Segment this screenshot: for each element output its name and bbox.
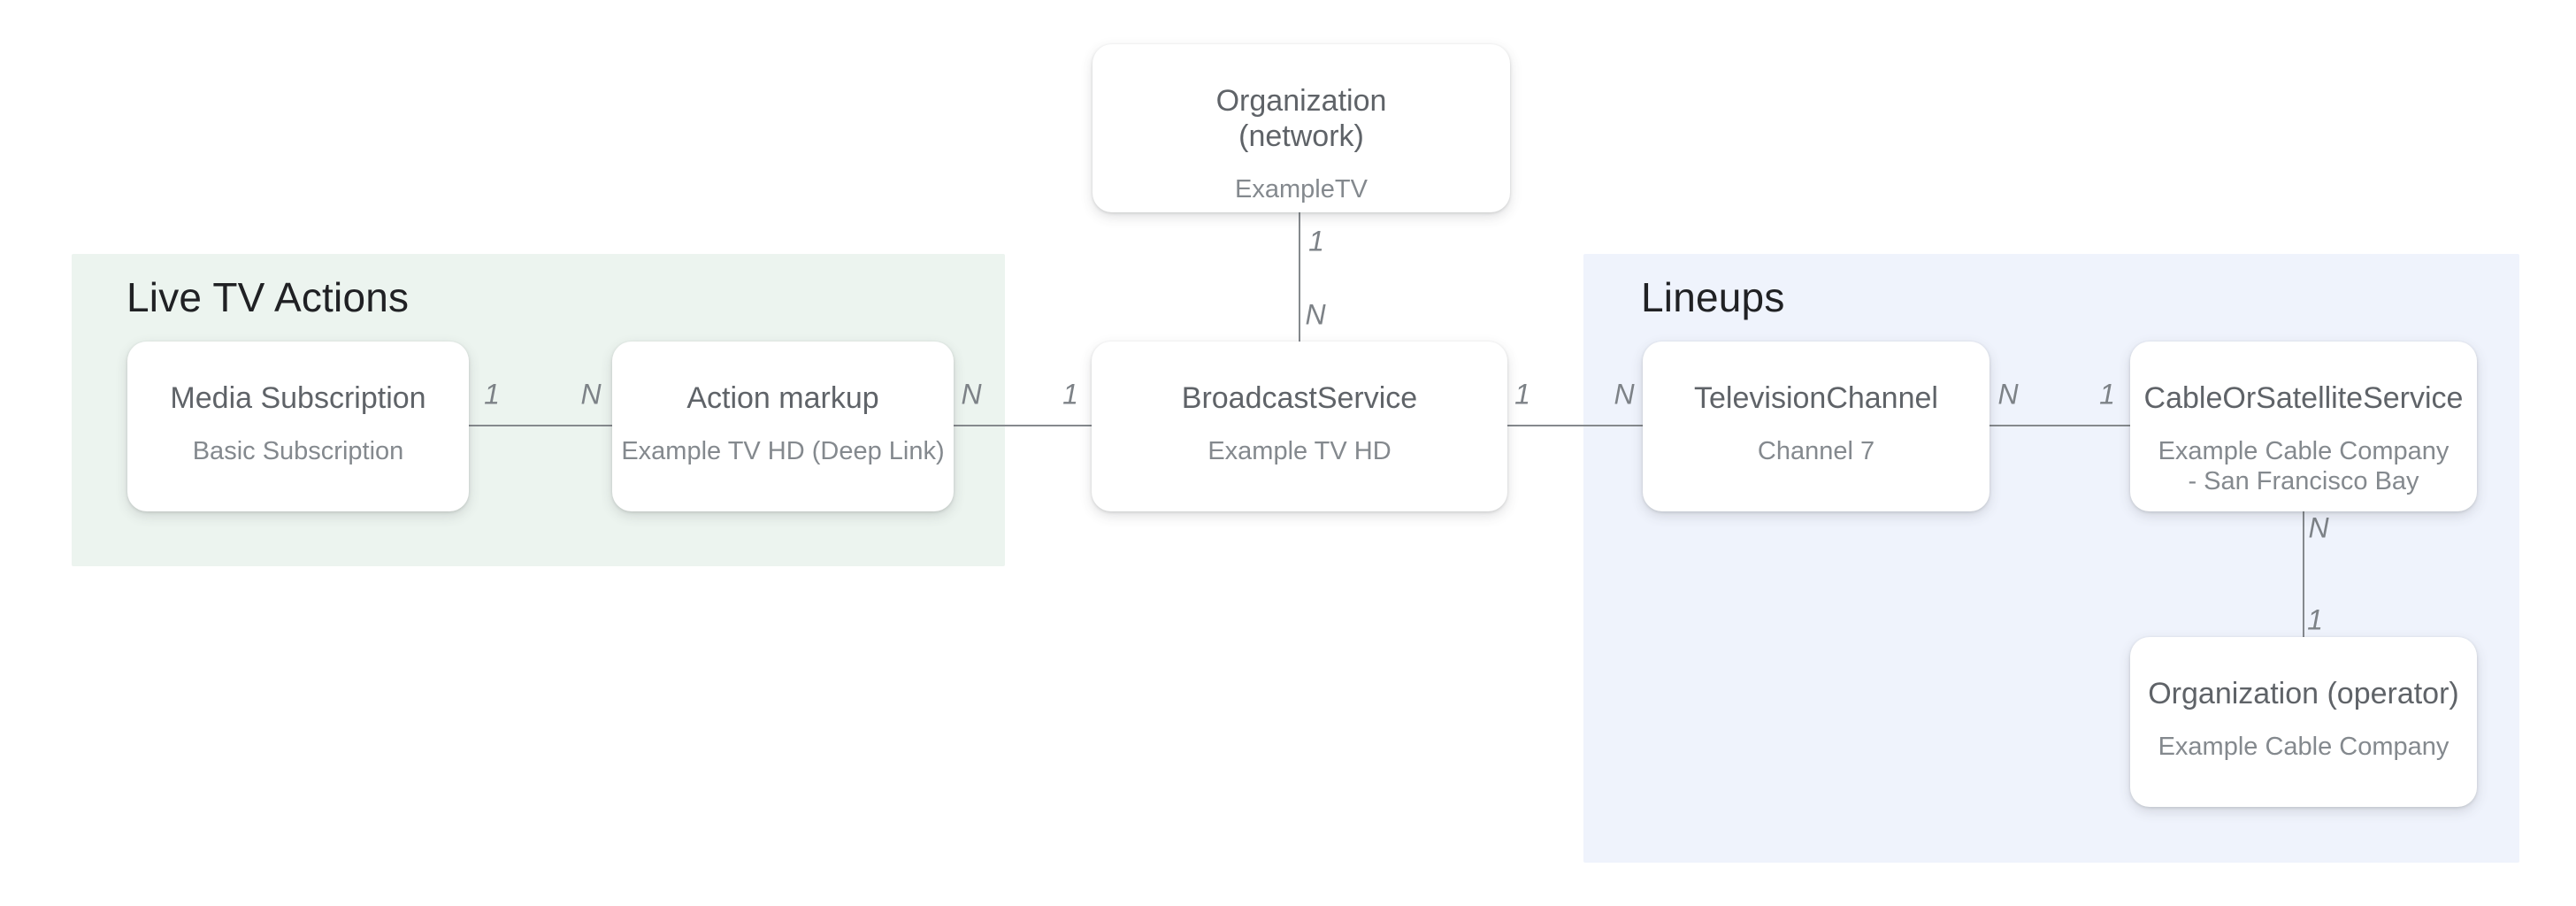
cardinality-label-tv-n-left: N	[1614, 378, 1635, 411]
node-title: CableOrSatelliteService	[2143, 381, 2464, 415]
node-organization-operator: Organization (operator) Example Cable Co…	[2130, 637, 2477, 807]
node-subtitle: Example Cable Company	[2158, 733, 2450, 761]
cardinality-label-network-n: N	[1305, 298, 1326, 331]
connector-broadcast-tv	[1507, 425, 1643, 426]
cardinality-label-operator-1: 1	[2307, 603, 2323, 636]
cardinality-label-action-n-right: N	[961, 378, 982, 411]
node-title: Action markup	[686, 381, 879, 415]
region-heading-lineups: Lineups	[1641, 274, 1785, 320]
connector-action-broadcast	[948, 425, 1092, 426]
cardinality-label-cable-n: N	[2308, 511, 2329, 544]
node-title: BroadcastService	[1181, 381, 1418, 415]
node-title: TelevisionChannel	[1694, 381, 1938, 415]
node-title: Media Subscription	[170, 381, 426, 415]
connector-cable-operator	[2303, 510, 2304, 639]
node-action-markup: Action markup Example TV HD (Deep Link)	[612, 342, 954, 511]
node-cable-or-satellite-service: CableOrSatelliteService Example Cable Co…	[2130, 342, 2477, 511]
node-subtitle: Example TV HD	[1208, 437, 1392, 465]
node-subtitle: Example Cable Company - San Francisco Ba…	[2158, 437, 2450, 495]
region-heading-live-tv-actions: Live TV Actions	[126, 274, 410, 320]
node-subtitle: Basic Subscription	[192, 437, 404, 465]
cardinality-label-broadcast-1-left: 1	[1062, 378, 1078, 411]
node-television-channel: TelevisionChannel Channel 7	[1643, 342, 1990, 511]
node-subtitle: ExampleTV	[1235, 175, 1368, 203]
node-subtitle: Channel 7	[1757, 437, 1875, 465]
connector-tv-cable	[1990, 425, 2130, 426]
cardinality-label-cable-1: 1	[2099, 378, 2115, 411]
node-title: Organization (operator)	[2148, 677, 2459, 710]
cardinality-label-action-n-left: N	[580, 378, 602, 411]
connector-network-broadcast	[1299, 211, 1300, 343]
node-media-subscription: Media Subscription Basic Subscription	[127, 342, 469, 511]
node-broadcast-service: BroadcastService Example TV HD	[1092, 342, 1507, 511]
connector-mediasub-action	[469, 425, 612, 426]
node-organization-network: Organization (network) ExampleTV	[1092, 44, 1510, 212]
cardinality-label-broadcast-1-right: 1	[1514, 378, 1530, 411]
cardinality-label-tv-n-right: N	[1997, 378, 2019, 411]
cardinality-label-network-1: 1	[1308, 225, 1324, 257]
cardinality-label-mediasub-1: 1	[484, 378, 500, 411]
node-title: Organization (network)	[1215, 84, 1387, 153]
node-subtitle: Example TV HD (Deep Link)	[621, 437, 945, 465]
